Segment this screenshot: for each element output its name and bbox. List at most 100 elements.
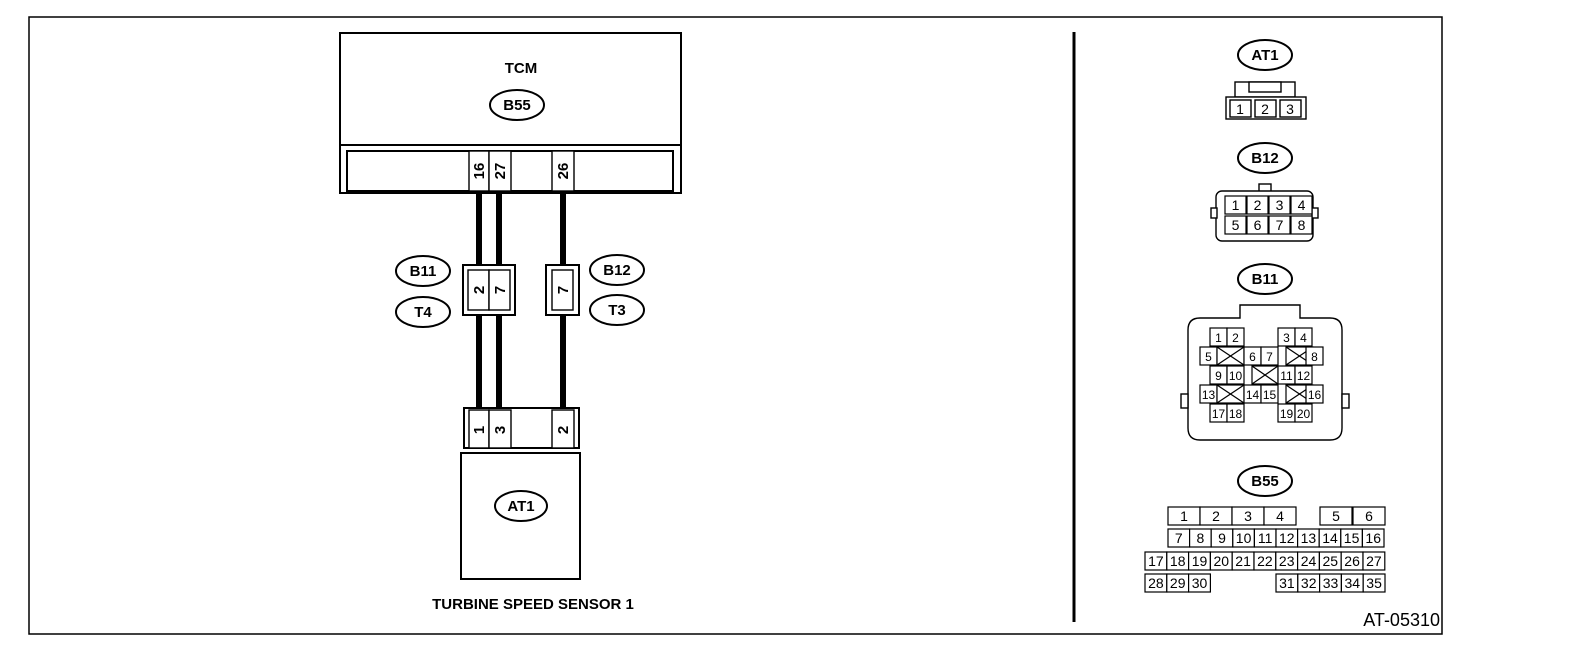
b11-cell xyxy=(1226,327,1245,347)
mid-left-pin: 7 xyxy=(492,286,509,294)
b55-pin: 9 xyxy=(1218,530,1226,546)
b55-cell xyxy=(1187,573,1211,593)
b11-cell xyxy=(1260,346,1279,366)
b55-pin: 29 xyxy=(1170,575,1186,591)
b55-pin: 13 xyxy=(1301,530,1317,546)
b55-view-label: B55 xyxy=(1251,473,1279,490)
b12-cell xyxy=(1290,195,1313,215)
tcm-title: TCM xyxy=(505,60,538,77)
b11-pin: 13 xyxy=(1202,388,1216,402)
b11-pin: 1 xyxy=(1215,331,1222,345)
sensor-pin: 2 xyxy=(555,426,572,434)
b55-pin: 28 xyxy=(1148,575,1164,591)
b55-pin: 22 xyxy=(1257,553,1273,569)
b55-pin: 1 xyxy=(1180,508,1188,524)
b11-pin: 17 xyxy=(1212,407,1226,421)
at1-view-pin: 1 xyxy=(1236,101,1244,117)
b11-pin: 3 xyxy=(1283,331,1290,345)
b11-pin: 2 xyxy=(1232,331,1239,345)
b55-pin: 23 xyxy=(1279,553,1295,569)
tcm-pin: 26 xyxy=(555,163,572,180)
b11-pin: 11 xyxy=(1280,369,1293,383)
at1-label: AT1 xyxy=(507,498,534,515)
b55-pin: 25 xyxy=(1323,553,1339,569)
b11-pin: 5 xyxy=(1205,350,1212,364)
b55-pin: 2 xyxy=(1212,508,1220,524)
b55-pin: 15 xyxy=(1344,530,1360,546)
b11-blank-mark xyxy=(1216,384,1245,404)
b55-cell xyxy=(1361,528,1385,548)
b55-pin: 14 xyxy=(1322,530,1338,546)
b11-cell xyxy=(1294,365,1313,385)
sensor-caption: TURBINE SPEED SENSOR 1 xyxy=(432,596,634,613)
turbine-speed-sensor: 1 3 2 AT1 TURBINE SPEED SENSOR 1 xyxy=(432,407,634,613)
tcm-pin: 16 xyxy=(471,163,488,180)
b12-pin: 3 xyxy=(1276,197,1284,213)
b11-pin: 16 xyxy=(1308,388,1322,402)
b11-pin: 12 xyxy=(1297,369,1311,383)
b11-pin: 19 xyxy=(1280,407,1294,421)
b11-pin: 20 xyxy=(1297,407,1311,421)
at1-oval xyxy=(494,490,548,522)
b55-pin: 19 xyxy=(1192,553,1208,569)
b11-cell xyxy=(1226,403,1245,423)
b11-cell xyxy=(1305,384,1324,404)
b55-pin: 24 xyxy=(1301,553,1317,569)
b11-oval xyxy=(395,255,451,287)
b11-cell xyxy=(1260,384,1279,404)
b11-pin: 8 xyxy=(1311,350,1318,364)
b55-pin: 20 xyxy=(1214,553,1230,569)
b12-cell xyxy=(1268,215,1291,235)
at1-view-pin: 3 xyxy=(1286,101,1294,117)
at1-connector-view: AT1 1 2 3 xyxy=(1225,39,1307,120)
b11-label: B11 xyxy=(410,263,437,280)
b55-pin: 4 xyxy=(1276,508,1284,524)
sensor-pin: 1 xyxy=(471,426,488,434)
b55-cell xyxy=(1362,573,1386,593)
b12-cell xyxy=(1268,195,1291,215)
t3-label: T3 xyxy=(608,302,626,319)
b55-pin: 8 xyxy=(1197,530,1205,546)
b55-pin: 33 xyxy=(1323,575,1339,591)
b11-blank-mark xyxy=(1251,365,1279,385)
b12-pin: 2 xyxy=(1254,197,1262,213)
b12-cell xyxy=(1246,215,1269,235)
b11-pin: 6 xyxy=(1249,350,1256,364)
b55-pin: 34 xyxy=(1345,575,1361,591)
b12-pin: 5 xyxy=(1232,217,1240,233)
b11-pin: 14 xyxy=(1246,388,1260,402)
at1-view-label: AT1 xyxy=(1251,47,1278,64)
b55-cell xyxy=(1362,551,1386,571)
b12-pin: 1 xyxy=(1232,197,1240,213)
b55-pin: 27 xyxy=(1366,553,1382,569)
b55-pin: 31 xyxy=(1279,575,1295,591)
mid-right-pin: 7 xyxy=(555,286,572,294)
b12-pin: 6 xyxy=(1254,217,1262,233)
b55-pin: 30 xyxy=(1192,575,1208,591)
b12-oval xyxy=(589,254,645,286)
b55-pin: 12 xyxy=(1279,530,1295,546)
t3-oval xyxy=(589,294,645,326)
b12-view-label: B12 xyxy=(1251,150,1279,167)
b11-pin: 4 xyxy=(1300,331,1307,345)
b55-pin: 26 xyxy=(1344,553,1360,569)
b11-pin: 15 xyxy=(1263,388,1277,402)
b55-pin: 32 xyxy=(1301,575,1317,591)
b11-cell xyxy=(1305,346,1324,366)
tcm-connector-oval xyxy=(489,89,545,121)
b55-pin: 16 xyxy=(1365,530,1381,546)
b11-view-label: B11 xyxy=(1252,271,1279,288)
b11-pin: 10 xyxy=(1229,369,1243,383)
b12-label: B12 xyxy=(603,262,631,279)
b12-pin: 7 xyxy=(1276,217,1284,233)
b11-pin: 18 xyxy=(1229,407,1243,421)
b55-pin: 10 xyxy=(1236,530,1252,546)
b12-cell xyxy=(1224,215,1247,235)
b55-pin: 21 xyxy=(1235,553,1251,569)
t4-oval xyxy=(395,296,451,328)
mid-left-pin: 2 xyxy=(471,286,488,294)
